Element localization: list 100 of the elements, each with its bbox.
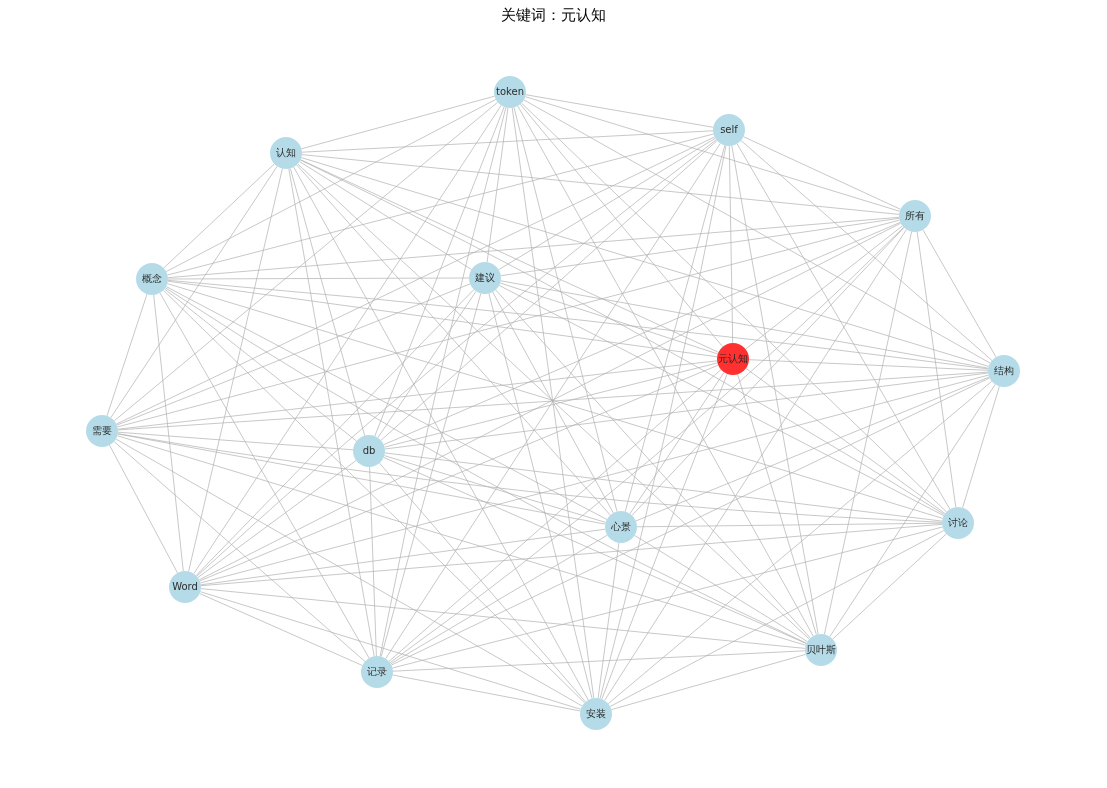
node-label: 安装 <box>586 709 606 719</box>
edge-line <box>611 654 806 710</box>
node-label: 记录 <box>367 667 387 677</box>
edge-line <box>631 227 905 516</box>
edge-line <box>743 136 901 210</box>
edge-line <box>492 291 614 514</box>
node-label: 建议 <box>475 273 495 283</box>
edge-line <box>377 290 477 439</box>
edge-line <box>740 140 993 361</box>
graph-node-circle <box>270 137 302 169</box>
edge-line <box>165 287 807 644</box>
edge-line <box>188 168 283 572</box>
edge-line <box>165 286 608 520</box>
edge-line <box>601 373 728 700</box>
edge-line <box>498 137 716 271</box>
edge-line <box>117 433 943 523</box>
edge-line <box>301 154 900 215</box>
edge-line <box>604 229 907 701</box>
edge-line <box>301 95 495 150</box>
edge-line <box>513 107 618 512</box>
edge-line <box>289 168 366 436</box>
edge-line <box>384 452 943 522</box>
edge-line <box>383 457 807 644</box>
edge-line <box>745 368 946 514</box>
edge-line <box>521 102 947 513</box>
edge-line <box>500 280 989 369</box>
graph-node-circle <box>605 511 637 543</box>
edge-line <box>200 523 943 587</box>
edge-line <box>117 431 354 451</box>
graph-node-circle <box>942 507 974 539</box>
edge-line <box>297 163 810 640</box>
node-label: 需要 <box>92 426 112 436</box>
edge-line <box>384 372 989 450</box>
edge-line <box>167 216 900 279</box>
edge-line <box>115 438 583 707</box>
graph-node-circle <box>361 656 393 688</box>
edge-line <box>193 105 502 574</box>
edge-line <box>299 161 472 270</box>
edge-line <box>380 140 718 441</box>
edge-line <box>288 168 375 657</box>
graph-node-circle <box>169 571 201 603</box>
edge-line <box>916 231 957 508</box>
edge-line <box>519 103 724 348</box>
edge-line <box>117 371 989 431</box>
node-label: db <box>362 446 376 456</box>
edge-line <box>748 359 989 371</box>
node-label: 所有 <box>905 211 925 221</box>
edge-line <box>163 163 275 269</box>
edge-line <box>392 674 581 712</box>
edge-line <box>832 533 947 640</box>
edge-line <box>293 166 589 701</box>
edge-line <box>300 159 945 515</box>
edge-line <box>113 101 499 422</box>
edge-line <box>199 591 582 710</box>
edge-line <box>379 462 586 703</box>
edge-line <box>200 528 606 586</box>
edge-line <box>383 455 607 523</box>
edge-line <box>165 99 497 272</box>
edge-line <box>498 285 945 516</box>
node-label: 概念 <box>142 274 162 284</box>
graph-node-circle <box>86 415 118 447</box>
edge-line <box>116 136 715 425</box>
graph-node-circle <box>713 114 745 146</box>
edge-line <box>197 460 357 578</box>
node-label: 结构 <box>994 366 1014 376</box>
edge-line <box>609 530 945 707</box>
edge-line <box>153 294 184 572</box>
node-label: 贝叶斯 <box>806 645 836 655</box>
edge-line <box>523 99 991 364</box>
edge-line <box>199 593 363 666</box>
edge-line <box>110 165 278 419</box>
edge-line <box>511 107 595 699</box>
edge-line <box>391 377 990 666</box>
edge-line <box>300 157 990 367</box>
edge-line <box>384 362 718 448</box>
edge-line <box>636 522 943 528</box>
edge-line <box>635 376 990 522</box>
graph-node-circle <box>494 76 526 108</box>
edge-line <box>392 650 806 672</box>
edge-line <box>597 542 620 699</box>
edge-line <box>390 534 608 665</box>
node-label: Word <box>172 582 198 592</box>
edge-line <box>167 280 718 358</box>
edge-line <box>495 289 811 639</box>
edge-line <box>195 289 475 576</box>
edge-line <box>109 444 178 574</box>
graph-node-circle <box>805 634 837 666</box>
edge-line <box>113 441 366 662</box>
edge-line <box>745 225 903 350</box>
node-label: 心景 <box>611 522 631 532</box>
node-label: 认知 <box>276 148 296 158</box>
edge-line <box>117 433 606 525</box>
edge-line <box>385 143 721 659</box>
edge-line <box>117 360 718 430</box>
node-label: 讨论 <box>948 518 968 528</box>
edge-line <box>922 229 997 358</box>
edge-line <box>116 435 807 646</box>
graph-node-circle <box>469 262 501 294</box>
edge-line <box>388 369 722 662</box>
edge-line <box>374 106 505 437</box>
